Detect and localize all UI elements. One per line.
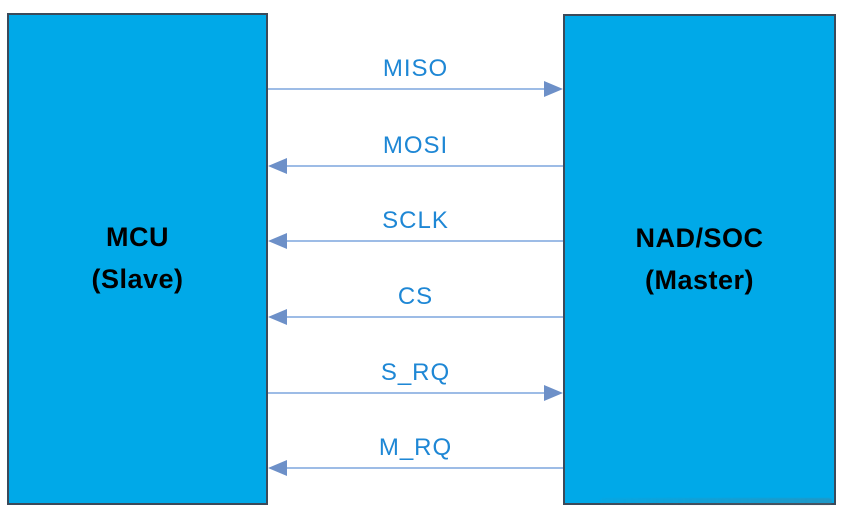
node-mcu-title: MCU — [105, 222, 169, 253]
arrowhead-icon — [268, 233, 287, 249]
arrow-left-icon — [268, 309, 563, 325]
signal-row-sclk: SCLK — [268, 207, 563, 255]
arrow-right-icon — [268, 81, 563, 97]
signal-row-cs: CS — [268, 283, 563, 331]
signal-row-m_rq: M_RQ — [268, 434, 563, 482]
arrowhead-icon — [268, 460, 287, 476]
node-mcu-label: MCU (Slave) — [91, 217, 183, 301]
arrowhead-icon — [544, 385, 563, 401]
arrowhead-icon — [544, 81, 563, 97]
arrow-left-icon — [268, 460, 563, 476]
signal-row-mosi: MOSI — [268, 132, 563, 180]
node-mcu-subtitle: (Slave) — [91, 264, 184, 294]
arrow-line — [283, 316, 563, 318]
node-nad-soc-label: NAD/SOC (Master) — [635, 218, 763, 302]
node-nad-soc-title: NAD/SOC — [635, 222, 764, 253]
signal-row-miso: MISO — [268, 55, 563, 103]
signal-label: M_RQ — [378, 434, 453, 461]
arrow-line — [268, 88, 548, 90]
arrow-line — [283, 467, 563, 469]
signal-label: SCLK — [382, 207, 449, 234]
node-nad-soc-master: NAD/SOC (Master) — [563, 14, 836, 505]
signal-label: S_RQ — [380, 359, 451, 386]
signal-label: CS — [397, 283, 434, 310]
node-mcu-slave: MCU (Slave) — [7, 13, 268, 505]
arrow-left-icon — [268, 233, 563, 249]
arrow-line — [268, 392, 548, 394]
arrowhead-icon — [268, 158, 287, 174]
node-nad-soc-subtitle: (Master) — [644, 264, 754, 295]
signal-label: MOSI — [382, 132, 449, 159]
arrow-line — [283, 165, 563, 167]
arrow-left-icon — [268, 158, 563, 174]
arrow-line — [283, 240, 563, 242]
signal-label: MISO — [382, 55, 449, 82]
watermark-smudge — [600, 498, 832, 505]
arrowhead-icon — [268, 309, 287, 325]
signal-row-s_rq: S_RQ — [268, 359, 563, 407]
arrow-right-icon — [268, 385, 563, 401]
